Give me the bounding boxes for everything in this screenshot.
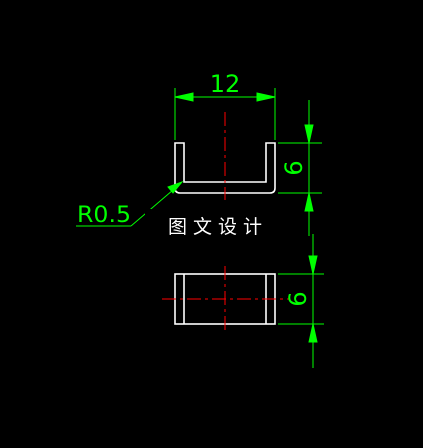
top-height-dimension-label: 6 [280, 160, 308, 175]
width-dimension [174, 88, 276, 140]
radius-callout-leader [76, 180, 184, 227]
width-dimension-label: 12 [210, 70, 241, 98]
top-view-u-channel [174, 142, 276, 194]
bottom-height-dimension-label: 6 [284, 291, 312, 306]
watermark-text: 图 文 设 计 [168, 216, 262, 238]
bottom-height-dimension [278, 234, 324, 368]
watermark-background [145, 209, 285, 241]
radius-callout-label: R0.5 [77, 203, 131, 228]
top-height-dimension [278, 100, 322, 236]
